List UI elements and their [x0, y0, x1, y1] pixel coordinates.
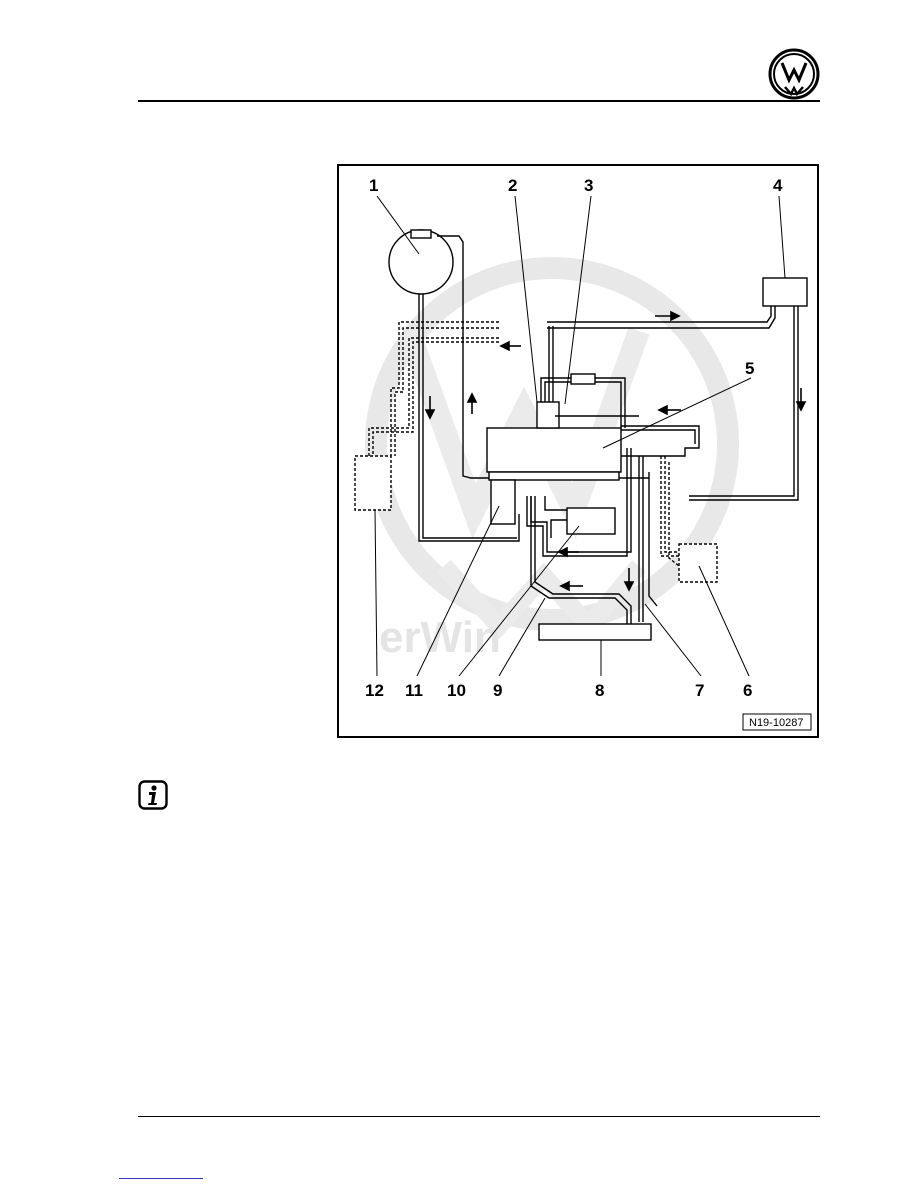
- tank-cap: [410, 229, 432, 239]
- callout-8: 8: [595, 681, 604, 700]
- coolant-circuit-diagram: erWin: [337, 164, 819, 738]
- oil-cooler: [566, 507, 616, 535]
- callouts: 1 2 3 4 5 6 7 8 9 10 11 12: [365, 176, 783, 700]
- engine-lower: [488, 471, 620, 481]
- callout-12: 12: [365, 681, 384, 700]
- heater-unit: [762, 277, 808, 307]
- callout-2: 2: [508, 176, 517, 195]
- radiator: [538, 623, 652, 641]
- figure-id: N19-10287: [749, 717, 803, 729]
- auxiliary-heater: [354, 455, 392, 511]
- callout-5: 5: [745, 359, 754, 378]
- flow-arrows: [424, 310, 807, 592]
- callout-3: 3: [584, 176, 593, 195]
- callout-11: 11: [405, 681, 423, 700]
- watermark: erWin: [365, 257, 739, 662]
- bottom-link[interactable]: [119, 1178, 203, 1179]
- auxiliary-pump: [678, 543, 718, 583]
- temp-sensor: [536, 401, 560, 429]
- footer-rule: [138, 1116, 820, 1117]
- vw-logo-icon: [768, 48, 820, 100]
- leader-lines: [374, 195, 786, 677]
- expansion-tank: [388, 229, 454, 295]
- callout-7: 7: [695, 681, 704, 700]
- callout-1: 1: [369, 176, 378, 195]
- header-rule: [138, 100, 820, 102]
- engine-block: [486, 427, 622, 473]
- callout-10: 10: [447, 681, 466, 700]
- figure-id-box: [742, 713, 812, 731]
- watermark-text: erWin: [379, 613, 501, 662]
- callout-9: 9: [493, 681, 502, 700]
- diagram-canvas: erWin: [354, 176, 812, 731]
- coolant-pipe-bracket: [490, 479, 516, 525]
- info-icon: [138, 780, 168, 810]
- callout-4: 4: [773, 176, 783, 195]
- hose-connector: [570, 373, 596, 385]
- callout-6: 6: [743, 681, 752, 700]
